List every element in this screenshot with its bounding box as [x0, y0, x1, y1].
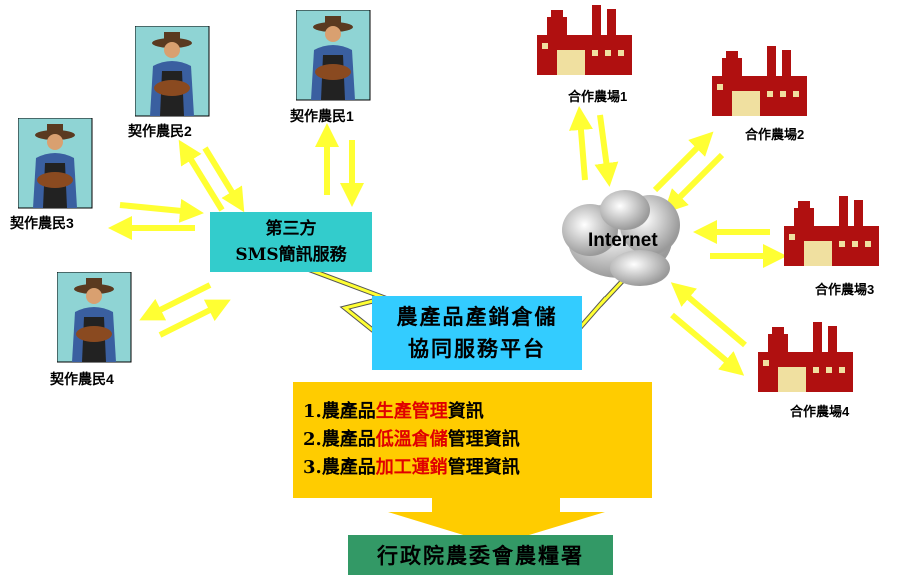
arrow: [139, 282, 212, 321]
arrow: [569, 106, 593, 181]
sms-line1: 第三方: [265, 219, 317, 239]
platform-line1: 農產品產銷倉儲: [396, 304, 558, 329]
farm-label-3: 合作農場3: [815, 282, 875, 297]
info-highlight: 低溫倉儲: [375, 429, 448, 450]
info-suffix: 管理資訊: [447, 429, 520, 450]
info-prefix: 2.農產品: [303, 429, 376, 450]
info-item-2: 2.農產品低溫倉儲管理資訊: [303, 426, 520, 454]
farmer-label-2: 契作農民2: [128, 123, 192, 139]
factory-icon-3: [784, 196, 879, 266]
farm-label-1: 合作農場1: [568, 89, 628, 104]
farmer-image-2: [135, 26, 210, 117]
farmer-label-3: 契作農民3: [10, 215, 74, 231]
info-item-3: 3.農產品加工運銷管理資訊: [303, 454, 520, 482]
arrow: [652, 131, 714, 193]
farmer-image-4: [57, 272, 132, 363]
sms-service-box: 第三方 SMS簡訊服務: [210, 212, 372, 272]
info-box: 1.農產品生產管理資訊 2.農產品低溫倉儲管理資訊 3.農產品加工運銷管理資訊: [293, 382, 652, 498]
info-prefix: 1.農產品: [303, 401, 376, 422]
arrow: [119, 198, 204, 223]
arrow: [158, 299, 231, 338]
farmer-image-1: [296, 10, 371, 101]
farm-label-2: 合作農場2: [745, 127, 805, 142]
factory-icon-1: [537, 5, 632, 75]
factory-icon-4: [758, 322, 853, 392]
info-suffix: 資訊: [447, 401, 484, 422]
farmer-label-4: 契作農民4: [50, 371, 114, 387]
platform-box: 農產品產銷倉儲 協同服務平台: [372, 296, 582, 370]
farmer-image-3: [18, 118, 93, 209]
farmer-label-1: 契作農民1: [290, 108, 354, 124]
info-item-1: 1.農產品生產管理資訊: [303, 398, 484, 426]
down-arrow: [388, 498, 605, 545]
arrow: [178, 139, 225, 212]
sms-line2: SMS簡訊服務: [235, 245, 347, 265]
farm-label-4: 合作農場4: [790, 404, 850, 419]
arrow: [670, 312, 745, 376]
factory-icon-2: [712, 46, 807, 116]
arrow: [202, 146, 245, 213]
agency-box: 行政院農委會農糧署: [348, 535, 613, 575]
info-suffix: 管理資訊: [447, 457, 520, 478]
cloud-icon: [562, 190, 680, 286]
info-highlight: 加工運銷: [375, 457, 448, 478]
arrow: [594, 114, 619, 187]
arrow: [670, 282, 747, 348]
info-highlight: 生產管理: [375, 401, 448, 422]
info-prefix: 3.農產品: [303, 457, 376, 478]
platform-line2: 協同服務平台: [408, 336, 546, 361]
agency-label: 行政院農委會農糧署: [377, 543, 584, 568]
internet-label: Internet: [588, 230, 658, 251]
arrow: [663, 152, 725, 214]
